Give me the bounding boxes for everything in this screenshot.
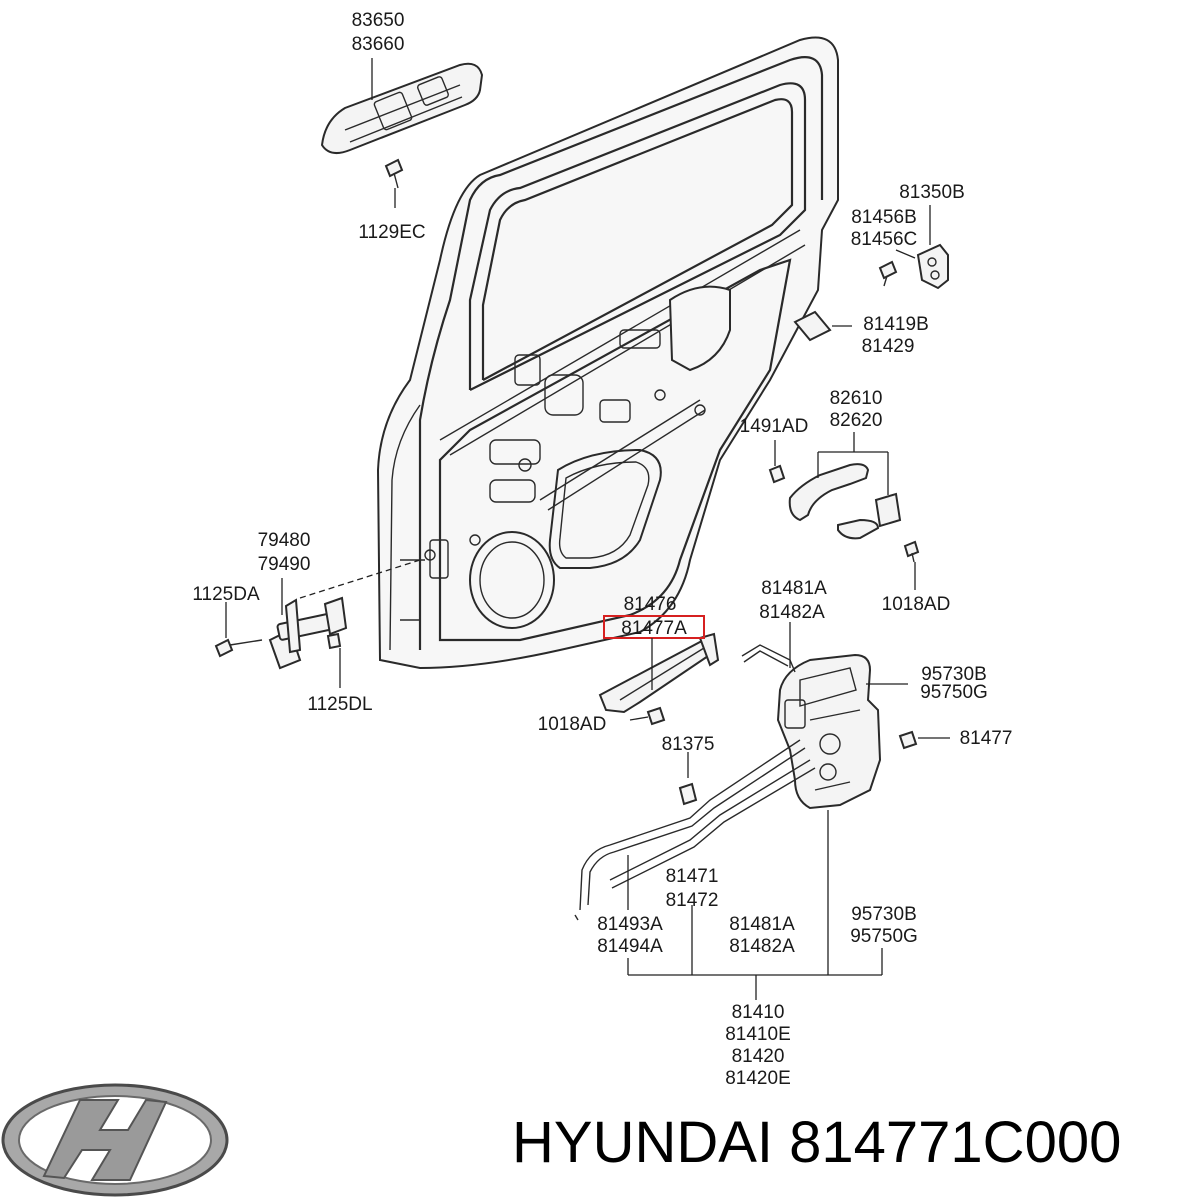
label-95750G-top: 95750G (920, 682, 988, 703)
label-81456B: 81456B (851, 207, 917, 228)
latch-bracket (598, 632, 720, 726)
label-81420E: 81420E (725, 1068, 791, 1089)
highlight-box-81477A (603, 615, 705, 639)
label-79480: 79480 (258, 530, 311, 551)
label-81476: 81476 (624, 594, 677, 615)
label-81350B: 81350B (899, 182, 965, 203)
label-1018AD-center: 1018AD (538, 714, 607, 735)
label-1125DA: 1125DA (192, 584, 260, 605)
label-81429: 81429 (862, 336, 915, 357)
inside-door-handle (768, 463, 920, 563)
outside-door-handle (320, 62, 484, 189)
label-81456C: 81456C (851, 229, 918, 250)
label-95730B-bottom: 95730B (851, 904, 917, 925)
label-81419B: 81419B (863, 314, 929, 335)
label-1129EC: 1129EC (358, 222, 425, 243)
door-latch-assembly (741, 644, 918, 810)
label-83660: 83660 (352, 34, 405, 55)
label-81375: 81375 (662, 734, 715, 755)
label-1491AD: 1491AD (740, 416, 809, 437)
label-81493A: 81493A (597, 914, 663, 935)
label-81482A-top: 81482A (759, 602, 825, 623)
label-83650: 83650 (352, 10, 405, 31)
door-rods (574, 739, 816, 921)
label-81481A-bottom: 81481A (729, 914, 795, 935)
striker-pad (793, 310, 832, 342)
label-1125DL: 1125DL (307, 694, 372, 715)
label-81410E: 81410E (725, 1024, 791, 1045)
label-81477A: 81477A (621, 618, 687, 639)
label-95750G-bottom: 95750G (850, 926, 918, 947)
label-81477: 81477 (960, 728, 1013, 749)
label-82620: 82620 (830, 410, 883, 431)
door-frame (376, 36, 839, 670)
label-81410: 81410 (732, 1002, 785, 1023)
rod-clip (678, 782, 698, 806)
label-1018AD-right: 1018AD (882, 594, 951, 615)
label-81481A-top: 81481A (761, 578, 827, 599)
brand-part-number: HYUNDAI 814771C000 (512, 1110, 1121, 1175)
label-81471: 81471 (666, 866, 719, 887)
label-82610: 82610 (830, 388, 883, 409)
door-checker (214, 596, 348, 670)
hyundai-logo (1, 1083, 229, 1197)
label-79490: 79490 (258, 554, 311, 575)
door-striker (878, 243, 949, 290)
label-81420: 81420 (732, 1046, 785, 1067)
label-95730B-top: 95730B (921, 664, 987, 685)
label-81472: 81472 (666, 890, 719, 911)
label-81482A-bottom: 81482A (729, 936, 795, 957)
label-81494A: 81494A (597, 936, 663, 957)
